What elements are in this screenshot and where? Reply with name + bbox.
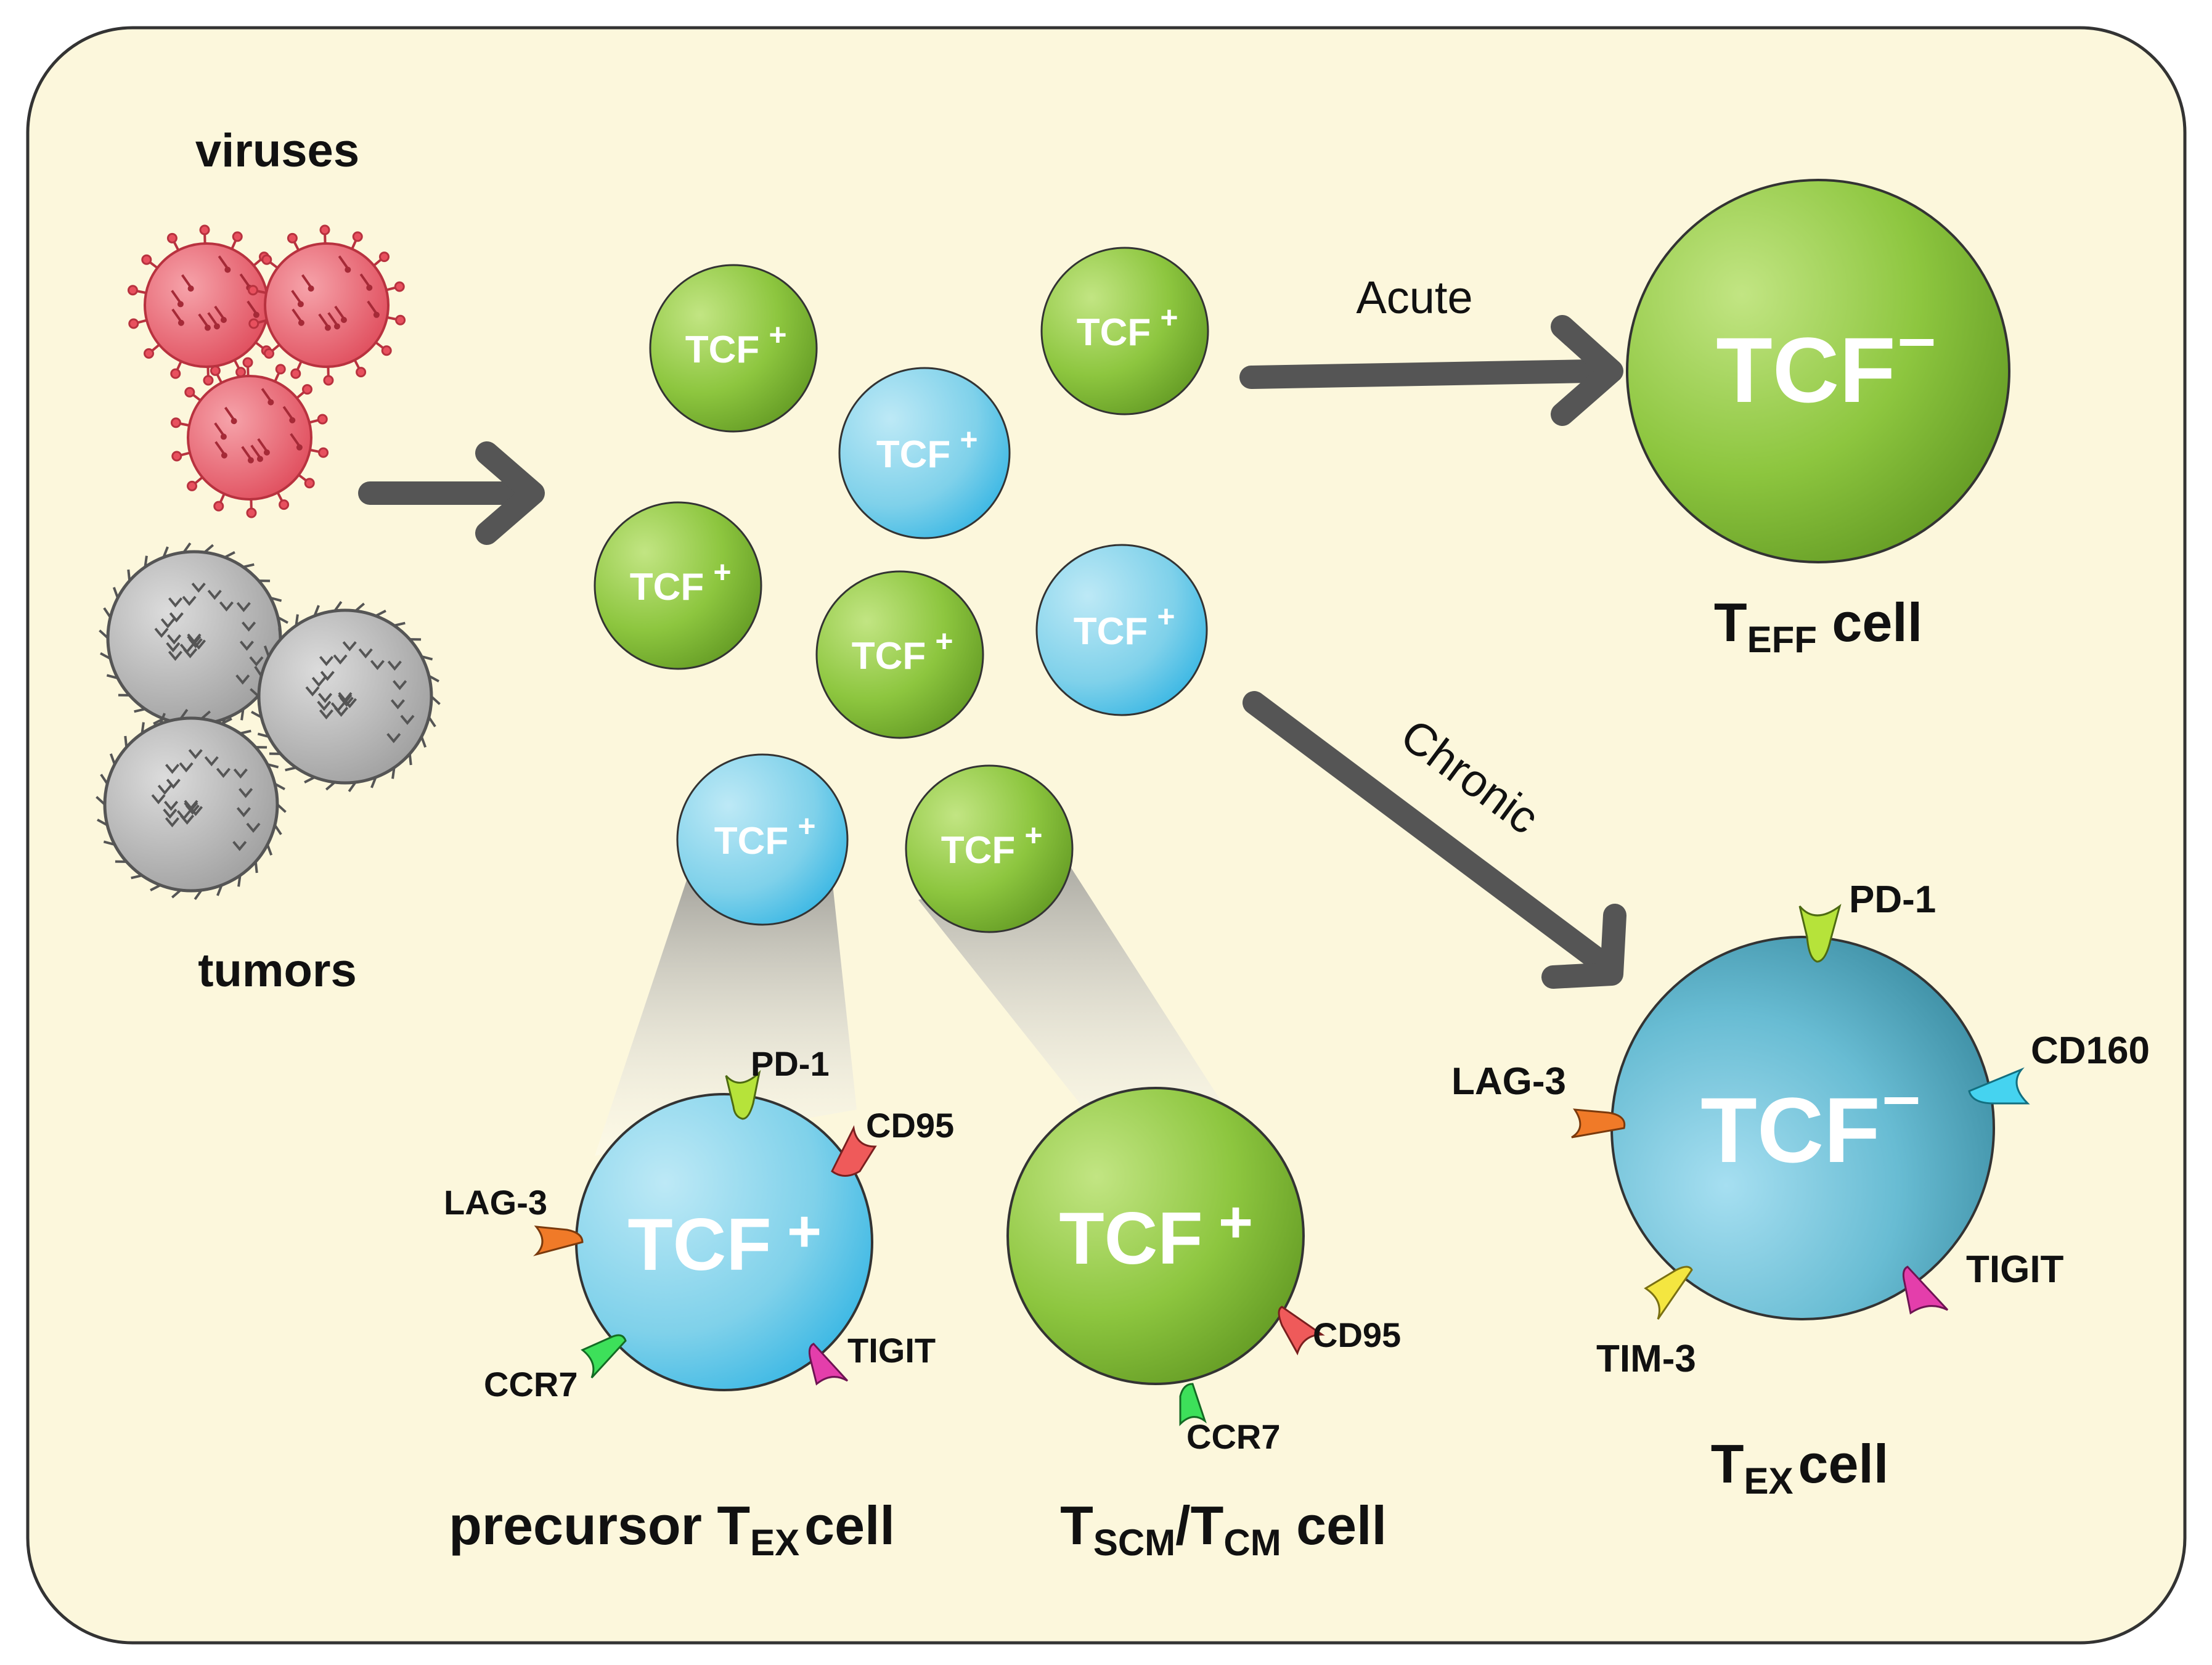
svg-text:TCF: TCF [630,566,704,608]
pool-cell-green: TCF + [594,501,762,670]
tumor-cells [96,542,441,901]
svg-text:+: + [1160,300,1178,335]
virus-icon [247,224,406,386]
pd1-receptor-icon [1798,904,1842,963]
zoom-cone-precursor [595,878,857,1156]
viruses-label: viruses [195,125,359,177]
cd160-label: CD160 [2031,1029,2150,1072]
lag3-label: LAG-3 [1451,1060,1566,1103]
svg-text:+: + [769,317,786,352]
svg-text:+: + [935,624,953,658]
chronic-arrow [1243,691,1626,989]
exhausted-cell-name: TEXcell [1711,1433,1889,1502]
pool-cell-blue: TCF + [676,753,849,926]
cd95-label: CD95 [1313,1315,1401,1354]
cd95-receptor-icon [831,1125,877,1177]
tigit-receptor-icon [1902,1266,1949,1315]
pool-cell-green: TCF + [905,764,1074,933]
acute-arrow [1239,315,1623,426]
svg-text:+: + [798,809,815,843]
svg-text:TCF: TCF [941,829,1016,872]
virus-icon [170,357,329,518]
tumor-icon [99,542,290,734]
svg-text:+: + [1157,599,1175,634]
effector-cell: TCF – [1626,179,2010,563]
tigit-label: TIGIT [1966,1248,2064,1291]
virus-particles [127,224,406,518]
precursor-exhausted-cell: TCF + PD-1 CD95 LAG-3 CCR7 TIGIT [444,1044,954,1404]
cd160-receptor-icon [1968,1067,2030,1105]
svg-text:TCF: TCF [1074,610,1148,653]
pool-cell-green: TCF + [1040,247,1209,415]
lag3-receptor-icon [1571,1108,1626,1139]
effector-sign: – [1898,300,1935,375]
exhausted-sign: – [1882,1058,1920,1134]
svg-text:TCF: TCF [852,635,926,677]
ccr7-receptor-icon [581,1334,627,1379]
tigit-label: TIGIT [847,1331,936,1370]
svg-text:+: + [960,422,977,457]
effector-marker: TCF [1716,318,1896,422]
memory-cell: TCF + CD95 CCR7 [1006,1087,1401,1456]
exhausted-cell: TCF – PD-1 LAG-3 CD160 TIGIT TIM-3 [1451,878,2150,1380]
lag3-receptor-icon [533,1225,584,1256]
precursor-marker: TCF [627,1203,771,1286]
pd1-label: PD-1 [1849,878,1936,921]
svg-text:TCF: TCF [685,329,760,371]
pool-cell-blue: TCF + [838,367,1011,539]
svg-text:+: + [1024,818,1042,853]
svg-text:TCF: TCF [876,433,951,476]
tigit-receptor-icon [808,1343,849,1386]
ccr7-label: CCR7 [484,1365,577,1404]
ccr7-label: CCR7 [1186,1417,1280,1456]
cd95-receptor-icon [1278,1306,1325,1356]
input-arrow [358,441,545,545]
tumor-icon [96,708,287,901]
exhausted-marker: TCF [1700,1078,1880,1182]
svg-text:TCF: TCF [1077,311,1151,354]
lag3-label: LAG-3 [444,1183,547,1222]
pool-cell-green: TCF + [649,264,818,433]
svg-text:+: + [713,555,731,589]
cd95-label: CD95 [866,1106,954,1145]
tim3-label: TIM-3 [1596,1338,1696,1380]
acute-label: Acute [1356,272,1472,323]
precursor-cell-name: precursor TEXcell [449,1495,895,1563]
memory-cell-name: TSCM/TCM cell [1060,1495,1387,1563]
memory-sign: + [1218,1189,1253,1255]
pool-cell-green: TCF + [815,570,984,739]
tumor-icon [250,600,441,793]
effector-cell-name: TEFF cell [1714,592,1922,660]
pd1-label: PD-1 [751,1044,830,1083]
svg-text:TCF: TCF [714,820,789,862]
tim3-receptor-icon [1644,1266,1693,1320]
ccr7-receptor-icon [1179,1383,1207,1426]
tcf-positive-cell-pool: TCF + TCF + TCF + TCF + TCF + TCF + [594,247,1209,933]
pd1-receptor-icon [725,1070,761,1120]
precursor-sign: + [787,1198,822,1264]
memory-marker: TCF [1059,1197,1202,1280]
tumors-label: tumors [198,944,357,997]
pool-cell-blue: TCF + [1035,544,1208,716]
